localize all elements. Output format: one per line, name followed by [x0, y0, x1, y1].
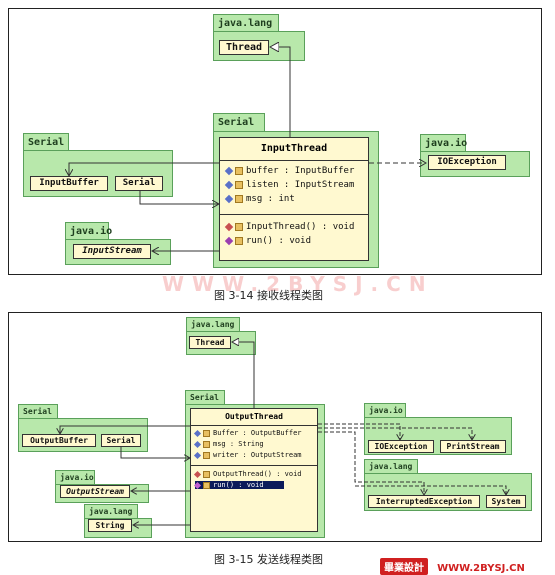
- package-tab-serial: Serial: [213, 113, 265, 131]
- class-output-buffer[interactable]: OutputBuffer: [22, 434, 96, 447]
- package-tab-serial-left: Serial: [23, 133, 69, 150]
- lock-icon: [203, 429, 210, 437]
- class-ioexception[interactable]: IOException: [368, 440, 434, 453]
- package-tab-java-lang-right: java.lang: [364, 459, 418, 473]
- class-title: InputThread: [220, 138, 368, 161]
- operation-run: run() : void: [224, 236, 311, 246]
- class-thread[interactable]: Thread: [189, 336, 231, 349]
- lock-icon: [203, 451, 210, 459]
- lock-icon: [235, 236, 243, 245]
- class-interrupted-exception[interactable]: InterruptedException: [368, 495, 480, 508]
- class-output-thread[interactable]: OutputThread Buffer : OutputBuffer msg :…: [190, 408, 318, 532]
- package-tab-java-lang-top: java.lang: [186, 317, 240, 331]
- operation-run: run() : void: [193, 481, 284, 489]
- lock-icon: [235, 180, 243, 189]
- lock-icon: [235, 222, 243, 231]
- compartment-divider: [191, 465, 317, 466]
- field-icon: [193, 429, 202, 437]
- package-tab-java-io-right: java.io: [420, 134, 467, 151]
- package-tab-java-io-right: java.io: [364, 403, 406, 417]
- brand-logo: 畢業設計 WWW.2BYSJ.CN: [380, 556, 525, 575]
- field-icon: [193, 451, 202, 459]
- constructor-icon: [193, 470, 202, 478]
- brand-url[interactable]: WWW.2BYSJ.CN: [437, 563, 525, 574]
- brand-cn: 畢業設計: [380, 558, 428, 575]
- lock-icon: [203, 470, 210, 478]
- figure-1-caption: 图 3-14 接收线程类图: [214, 289, 323, 302]
- field-icon: [193, 440, 202, 448]
- attribute-msg: msg : String: [193, 440, 264, 448]
- attribute-buffer: Buffer : OutputBuffer: [193, 429, 302, 437]
- class-title: OutputThread: [191, 409, 317, 426]
- class-print-stream[interactable]: PrintStream: [440, 440, 506, 453]
- operation-constructor: InputThread() : void: [224, 222, 354, 232]
- class-input-stream[interactable]: InputStream: [73, 244, 151, 259]
- watermark: WWW.2BYSJ.CN: [162, 272, 434, 296]
- class-string[interactable]: String: [88, 519, 132, 532]
- package-tab-serial: Serial: [185, 390, 225, 404]
- class-input-buffer[interactable]: InputBuffer: [30, 176, 108, 191]
- method-icon: [224, 236, 234, 245]
- field-icon: [224, 194, 234, 203]
- package-tab-java-lang: java.lang: [213, 14, 279, 31]
- method-icon: [193, 481, 202, 489]
- lock-icon: [203, 481, 210, 489]
- package-tab-java-io-left: java.io: [55, 470, 95, 484]
- class-input-thread[interactable]: InputThread buffer : InputBuffer listen …: [219, 137, 369, 261]
- attribute-buffer: buffer : InputBuffer: [224, 166, 354, 176]
- figure-2-caption: 图 3-15 发送线程类图: [214, 553, 323, 566]
- package-tab-java-lang-left: java.lang: [84, 504, 138, 518]
- compartment-divider: [220, 214, 368, 215]
- constructor-icon: [224, 222, 234, 231]
- field-icon: [224, 180, 234, 189]
- operation-constructor: OutputThread() : void: [193, 470, 302, 478]
- class-serial[interactable]: Serial: [115, 176, 163, 191]
- package-tab-serial-left: Serial: [18, 404, 58, 418]
- lock-icon: [235, 166, 243, 175]
- class-serial[interactable]: Serial: [101, 434, 141, 447]
- class-system[interactable]: System: [486, 495, 526, 508]
- class-thread[interactable]: Thread: [219, 40, 269, 55]
- lock-icon: [203, 440, 210, 448]
- attribute-msg: msg : int: [224, 194, 295, 204]
- lock-icon: [235, 194, 243, 203]
- class-ioexception[interactable]: IOException: [428, 155, 506, 170]
- field-icon: [224, 166, 234, 175]
- attribute-listen: listen : InputStream: [224, 180, 354, 190]
- package-tab-java-io-left: java.io: [65, 222, 112, 239]
- attribute-writer: writer : OutputStream: [193, 451, 302, 459]
- class-output-stream[interactable]: OutputStream: [60, 485, 130, 498]
